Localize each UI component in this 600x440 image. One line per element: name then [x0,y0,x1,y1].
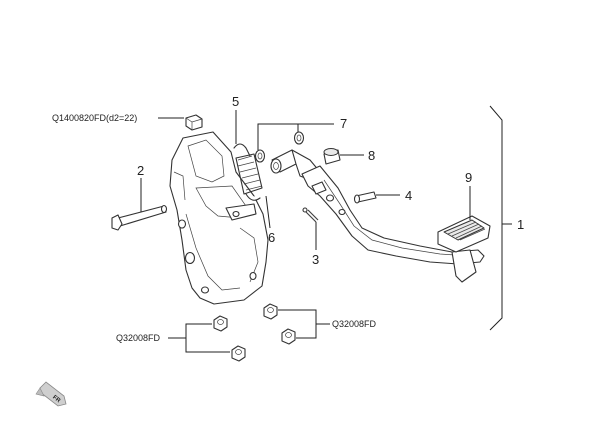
callout-1: 1 [517,217,524,232]
callout-labels: 1 2 3 4 5 6 7 8 9 [137,94,524,267]
callout-5: 5 [232,94,239,109]
return-spring-5 [233,143,263,201]
nut-right-lower [281,328,296,345]
callout-6: 6 [268,230,275,245]
front-direction-arrow-icon: FR [35,381,67,407]
callout-3: 3 [312,252,319,267]
callout-8: 8 [368,148,375,163]
callout-7: 7 [340,116,347,131]
callout-2: 2 [137,163,144,178]
part-code-labels: Q1400820FD(d2=22) Q32008FD Q32008FD [52,113,377,343]
callout-9: 9 [465,170,472,185]
nut-left-lower [231,345,246,362]
pedal-pad-9 [437,215,491,253]
nut-left-upper [213,315,228,332]
leader-lines [140,105,512,353]
part-code-bolt-top: Q1400820FD(d2=22) [52,113,137,123]
pedal-arm [270,149,485,283]
nut-right-upper [263,303,278,320]
part-code-nut-left: Q32008FD [116,333,161,343]
callout-4: 4 [405,188,412,203]
part-code-nut-right: Q32008FD [332,319,377,329]
pedal-bracket [169,131,269,305]
front-direction-label: FR [51,395,62,405]
washer-7b [293,131,305,145]
bolt-q1400820fd [185,114,203,131]
cotter-pin-3 [302,207,319,223]
washer-7a [254,149,266,163]
rubber-cap-8 [323,148,341,165]
clevis-pin-4 [353,191,377,204]
long-pin-2 [111,204,168,231]
